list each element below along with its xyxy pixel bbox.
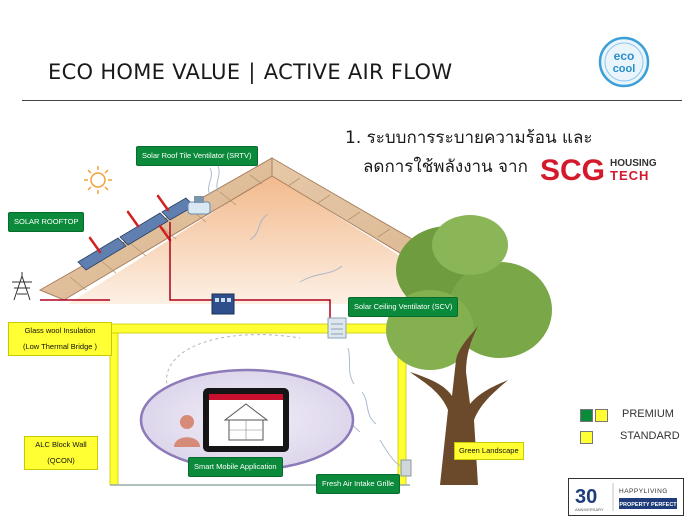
anniversary-badge: 30 ANNIVERSARY HAPPYLIVING PROPERTY PERF… (568, 478, 684, 516)
solar-panels (77, 197, 195, 271)
heading: 1. ระบบการระบายความร้อน และ ลดการใช้พลัง… (345, 124, 593, 182)
label-fresh-air: Fresh Air Intake Grille (316, 474, 401, 494)
legend-standard-swatch (580, 431, 593, 444)
label-alc-line1: ALC Block Wall (35, 440, 87, 449)
label-scv: Solar Ceiling Ventilator (SCV) (348, 297, 459, 317)
legend-premium-yellow-swatch (595, 409, 608, 422)
wiring (40, 222, 331, 318)
tech-text: TECH (610, 168, 649, 183)
title-separator: | (248, 60, 256, 84)
label-smart-app: Smart Mobile Application (188, 457, 283, 477)
badge-anniversary: ANNIVERSARY (575, 507, 604, 512)
label-glass-wool-line1: Glass wool Insulation (24, 326, 96, 335)
legend-premium-green-swatch (580, 409, 593, 422)
legend-premium-label: PREMIUM (622, 408, 674, 420)
title-divider (22, 100, 682, 101)
label-solar-rooftop: SOLAR ROOFTOP (8, 212, 85, 232)
ceiling-beam (59, 323, 421, 334)
heading-line-1: 1. ระบบการระบายความร้อน และ (345, 128, 593, 148)
title-main: ECO HOME VALUE (48, 60, 241, 84)
badge-property-perfect: PROPERTY PERFECT (619, 502, 677, 508)
eco-cool-logo: eco cool (598, 36, 650, 88)
scg-housing-tech-logo: SCG HOUSING TECH (540, 154, 657, 185)
roof-vent-icon (187, 196, 211, 215)
page-title: ECO HOME VALUE | ACTIVE AIR FLOW (48, 60, 452, 84)
label-green-landscape: Green Landscape (454, 442, 524, 460)
logo-cool-text: cool (613, 63, 636, 75)
legend-standard-label: STANDARD (620, 430, 680, 442)
control-box-icon (211, 293, 235, 315)
badge-happy-living: HAPPYLIVING (619, 488, 668, 495)
heading-line-2: ลดการใช้พลังงาน จาก (363, 157, 528, 177)
tree-icon (386, 215, 552, 485)
logo-eco-text: eco (614, 49, 635, 63)
title-sub: ACTIVE AIR FLOW (263, 60, 453, 84)
ceiling-fan-vent-icon (327, 317, 347, 339)
person-icon (174, 415, 200, 447)
scg-text: SCG (540, 154, 605, 185)
circulation-path (166, 334, 301, 396)
badge-30: 30 (575, 486, 597, 508)
tablet-icon (203, 388, 289, 452)
label-glass-wool-line2: (Low Thermal Bridge ) (22, 342, 98, 351)
sunlight-arrows (88, 194, 172, 254)
power-tower-icon (12, 272, 32, 301)
housing-text: HOUSING (610, 158, 657, 169)
sun-icon (84, 166, 112, 194)
label-alc-line2: (QCON) (47, 456, 75, 465)
fresh-air-grille-icon (400, 459, 412, 477)
label-alc-block-wall: ALC Block Wall (QCON) (24, 436, 98, 470)
badge-graphic: 30 ANNIVERSARY HAPPYLIVING PROPERTY PERF… (575, 483, 677, 512)
label-glass-wool: Glass wool Insulation (Low Thermal Bridg… (8, 322, 112, 356)
label-srtv: Solar Roof Tile Ventilator (SRTV) (136, 146, 258, 166)
